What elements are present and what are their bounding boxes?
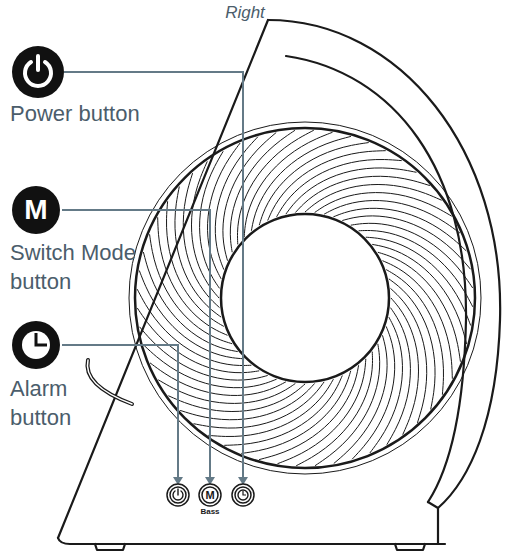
power-cable-outline [87, 360, 132, 404]
driver-swirl [137, 130, 473, 466]
button-ring [232, 484, 254, 506]
button-clock-glyph [243, 491, 246, 495]
driver-swirl-line [180, 383, 314, 419]
callout-label: Power button [10, 100, 210, 128]
driver-swirl-line [158, 217, 228, 335]
driver-swirl-line [295, 176, 429, 212]
driver-outer-ring [135, 128, 475, 468]
button-letter: M [200, 488, 220, 502]
alarm-icon-hands [36, 333, 47, 345]
leader-line [62, 345, 178, 483]
callout-label: Alarm button [10, 374, 110, 432]
driver-swirl-line [286, 168, 417, 214]
mode-icon-letter: M [12, 196, 60, 224]
speaker-foot [95, 544, 125, 550]
speaker-foot [395, 544, 425, 550]
driver-swirl-line [259, 143, 368, 226]
driver-swirl-line [200, 151, 224, 288]
callout-label: Switch Mode button [10, 238, 160, 296]
driver-swirl-line [378, 252, 461, 361]
button-ring [167, 484, 189, 506]
driver-swirl-line [224, 375, 342, 445]
driver-swirl-line [150, 234, 233, 343]
power-icon-glyph [36, 56, 40, 70]
driver-dust-cap [221, 214, 389, 382]
driver-swirl-line [389, 279, 435, 410]
speaker-back-tab [428, 502, 438, 544]
driver-swirl-line [387, 308, 411, 445]
button-caption: Bass [185, 507, 235, 517]
driver-swirl-line [183, 173, 219, 307]
speaker-base [58, 538, 445, 544]
button-face [170, 487, 186, 503]
alarm-icon-face [22, 331, 50, 359]
button-power-glyph [173, 489, 183, 500]
driver-swirl-line [241, 371, 350, 454]
driver-swirl-line [382, 261, 452, 379]
power-cable [87, 360, 132, 404]
driver-swirl-line [315, 193, 452, 217]
leader-line [64, 72, 243, 483]
driver-swirl-line [175, 187, 221, 318]
driver-rim [129, 122, 481, 474]
driver-swirl-line [390, 288, 426, 422]
view-title: Right [185, 2, 305, 24]
button-clock-glyph [238, 490, 248, 500]
driver-swirl-line [268, 151, 386, 221]
alarm-icon [12, 321, 60, 369]
mode-icon [12, 186, 60, 234]
driver-swirl-line [194, 382, 325, 428]
button-ring [199, 484, 221, 506]
button-face [235, 487, 251, 503]
power-icon [12, 46, 64, 98]
